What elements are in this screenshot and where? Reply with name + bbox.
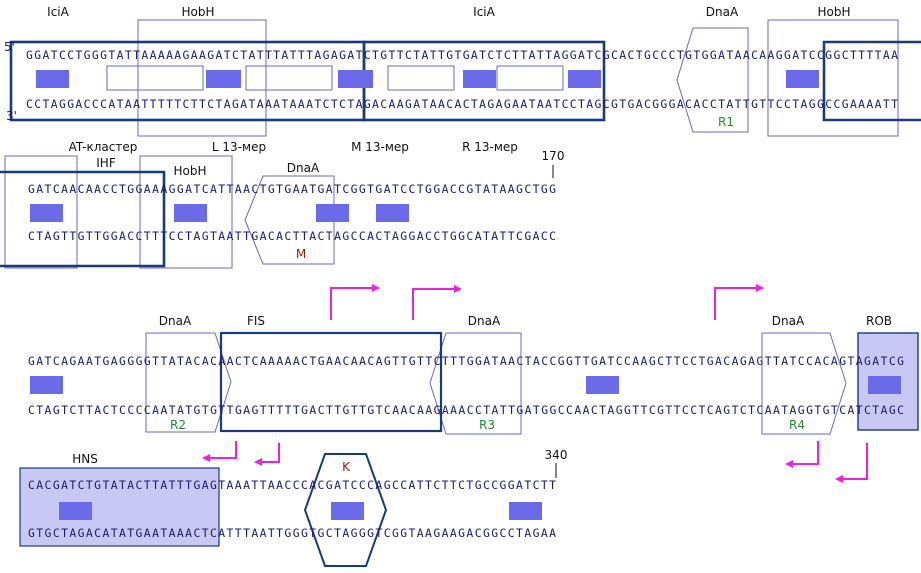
promoter-arrow-head	[454, 285, 462, 293]
gatc-block	[30, 376, 63, 394]
row-1: 5' 3' IciA HobH IciA DnaA HobH R1 GGATCC…	[4, 5, 921, 137]
hobh-label-3: HobH	[173, 164, 206, 178]
m-label: M	[296, 247, 306, 261]
inner-box-1	[106, 65, 204, 91]
gatc-block	[586, 376, 619, 394]
r4-label: R4	[789, 418, 805, 432]
promoter-arrow-head	[372, 284, 380, 292]
sequence-row3-top: GATCAGAATGAGGGGTTATACACAACTCAAAAACTGAACA…	[28, 354, 904, 368]
gatc-block	[174, 204, 207, 222]
dnaa-box-r2	[145, 332, 232, 433]
gatc-block	[331, 502, 364, 520]
three-prime-label: 3'	[6, 109, 17, 123]
sequence-row2-bottom: CTAGTTGTTGGACCTTTCCTAGTAATTGACACTTACTAGC…	[28, 229, 556, 243]
sequence-row3-bottom: CTAGTCTTACTCCCCAATATGTGTTGAGTTTTTGACTTGT…	[28, 403, 904, 417]
icia-label-1: IciA	[47, 5, 69, 19]
inner-box-3	[387, 65, 455, 91]
position-340: 340	[545, 448, 568, 462]
dnaa-box-r3	[429, 332, 522, 435]
gatc-block	[786, 70, 819, 88]
gatc-block	[59, 502, 92, 520]
hobh-label-2: HobH	[817, 5, 850, 19]
promoter-arrow	[210, 441, 237, 459]
dnaa-label-1: DnaA	[706, 5, 739, 19]
k-site-hexagon	[303, 453, 388, 567]
hobh-site-box-1	[137, 19, 267, 137]
row-3: DnaA FIS DnaA DnaA ROB R2 R3 R4 GATCAGAA…	[28, 284, 919, 483]
gatc-block	[463, 70, 496, 88]
rob-label: ROB	[866, 314, 892, 328]
hns-label: HNS	[72, 452, 98, 466]
gatc-block	[568, 70, 601, 88]
at-cluster-box	[4, 155, 78, 269]
promoter-arrow-head	[202, 454, 210, 462]
r13-label: R 13-мер	[462, 140, 518, 154]
promoter-arrow-head	[835, 475, 843, 483]
dnaa-box-m	[244, 175, 335, 265]
hobh-label-1: HobH	[181, 5, 214, 19]
right-open-box	[822, 40, 921, 122]
r3-label: R3	[479, 418, 495, 432]
promoter-arrow	[793, 441, 819, 465]
sequence-row2-top: GATCAACAACCTGGAAAGGATCATTAACTGTGAATGATCG…	[28, 182, 556, 196]
r2-label: R2	[170, 418, 186, 432]
row-2: AT-кластер IHF HobH L 13-мер DnaA M 13-м…	[0, 140, 565, 269]
r1-label: R1	[718, 115, 734, 129]
position-170: 170	[542, 149, 565, 163]
dnaa-box-r4	[761, 332, 847, 435]
dnaa-label-2: DnaA	[287, 161, 320, 175]
dnaa-label-4: DnaA	[468, 314, 501, 328]
sequence-row1-bottom: CCTAGGACCCATAATTTTTCTTCTAGATAAATAAATCTCT…	[26, 97, 898, 111]
hobh-site-box-2	[767, 19, 899, 137]
gatc-block	[509, 502, 542, 520]
promoter-arrow	[412, 288, 454, 320]
at-cluster-label: AT-кластер	[69, 140, 138, 154]
sequence-row4-top: CACGATCTGTATACTTATTTGAGTAAATTAACCCACGATC…	[28, 478, 556, 492]
dnaa-box-r1	[676, 27, 749, 133]
icia-label-2: IciA	[473, 5, 495, 19]
gatc-block	[36, 70, 69, 88]
ihf-site-box	[0, 170, 166, 268]
dnaa-label-3: DnaA	[159, 314, 192, 328]
gatc-block	[30, 204, 63, 222]
hobh-site-box-3	[139, 155, 233, 269]
promoter-arrow	[843, 443, 868, 480]
hns-site-box	[19, 467, 220, 547]
gatc-block	[206, 70, 241, 88]
promoter-arrow	[714, 287, 756, 320]
row-4: HNS K 340 CACGATCTGTATACTTATTTGAGTAAATTA…	[19, 448, 568, 567]
five-prime-label: 5'	[4, 40, 15, 54]
promoter-arrow-head	[254, 458, 262, 466]
gatc-block	[376, 204, 409, 222]
dnaa-label-5: DnaA	[772, 314, 805, 328]
m13-label: M 13-мер	[351, 140, 409, 154]
promoter-arrow	[330, 287, 372, 320]
promoter-arrow-head	[756, 284, 764, 292]
promoter-arrow	[262, 443, 280, 463]
fis-label: FIS	[247, 314, 265, 328]
inner-box-4	[496, 65, 564, 91]
inner-box-2	[245, 65, 333, 91]
promoter-arrow-head	[785, 460, 793, 468]
gatc-block	[338, 70, 373, 88]
k-label: K	[342, 460, 351, 474]
l13-label: L 13-мер	[212, 140, 266, 154]
sequence-row1-top: GGATCCTGGGTATTAAAAAGAAGATCTATTTATTTAGAGA…	[26, 48, 898, 62]
gatc-block	[316, 204, 349, 222]
fis-site-box	[219, 331, 443, 433]
ihf-label: IHF	[96, 156, 116, 170]
sequence-row4-bottom: GTGCTAGACATATGAATAAACTCATTTAATTGGGTGCTAG…	[28, 526, 556, 540]
gatc-block	[868, 376, 901, 394]
